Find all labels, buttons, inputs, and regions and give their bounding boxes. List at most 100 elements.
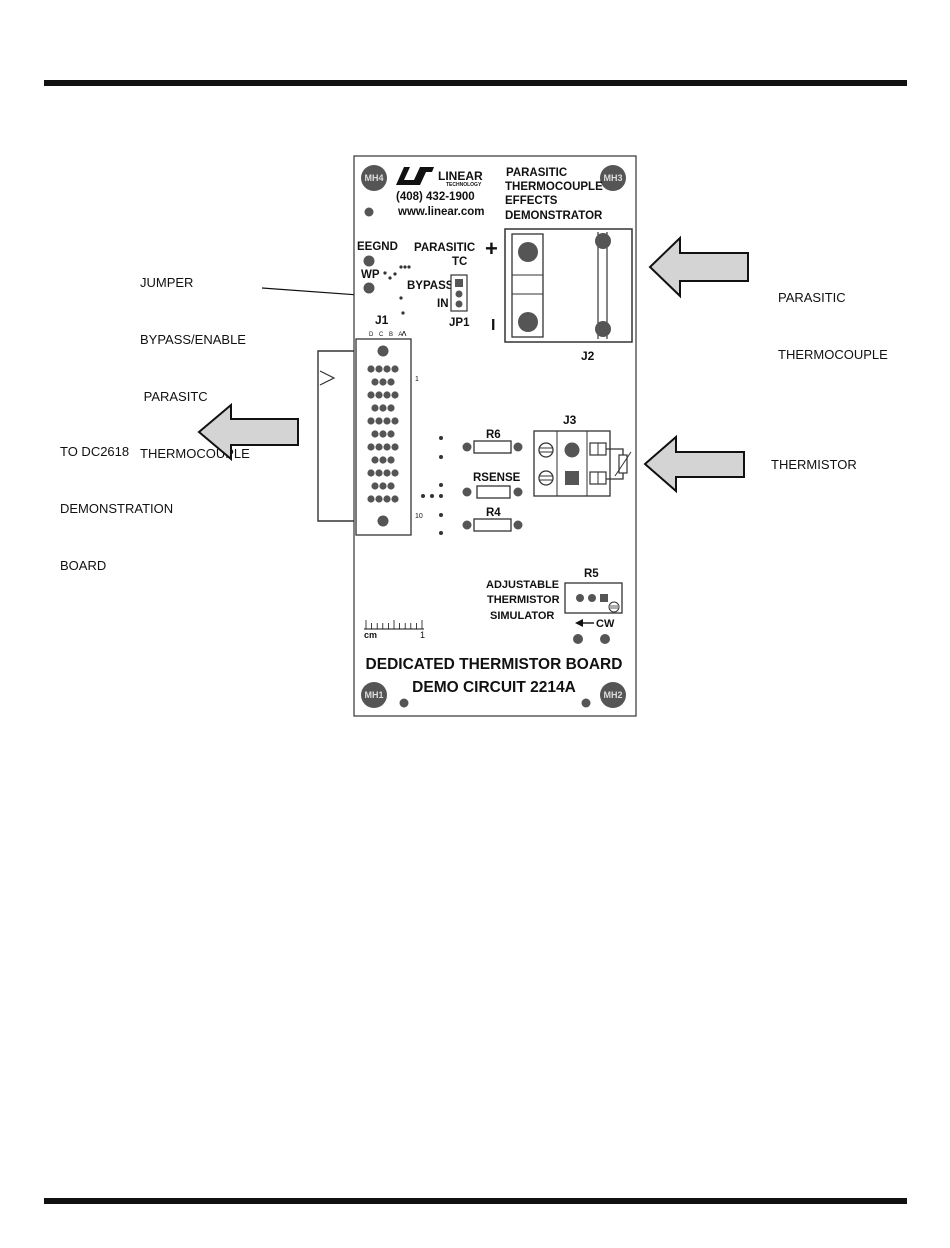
jp1-pin-1 [455, 279, 463, 287]
dot [439, 483, 443, 487]
r4-pad-right [513, 520, 523, 530]
j1-pin [379, 456, 387, 464]
j1-pin [371, 456, 379, 464]
in-label: IN [437, 298, 449, 310]
r6-label: R6 [486, 429, 501, 441]
j1-row-last-label: 10 [415, 513, 423, 520]
dot [401, 311, 405, 315]
r6-pad-right [513, 442, 523, 452]
j1-pin [375, 443, 383, 451]
j3-pad-round [564, 442, 580, 458]
r4-pad-left [462, 520, 472, 530]
scale-unit-label: cm [364, 630, 377, 640]
r6-pad-left [462, 442, 472, 452]
r5-test-pad-right [600, 634, 610, 644]
parasitic-callout-line-1: PARASITIC [778, 290, 846, 305]
j1-pin [375, 417, 383, 425]
parasitic-callout-line-2: THERMOCOUPLE [778, 347, 888, 362]
jp1-pin-2 [455, 290, 463, 298]
j2-pad-top [595, 233, 611, 249]
j1-pin [383, 495, 391, 503]
mounting-hole-mh1 [361, 682, 387, 708]
j1-pin [375, 391, 383, 399]
mounting-hole-mh4-label: MH4 [364, 173, 383, 183]
circuit-name: DEMO CIRCUIT 2214A [412, 679, 576, 696]
r5-test-pad-left [573, 634, 583, 644]
rsense-label: RSENSE [473, 472, 521, 484]
dc2618-callout-line-2: DEMONSTRATION [60, 501, 174, 516]
adjustable-label-3: SIMULATOR [490, 610, 554, 622]
dot [383, 271, 387, 275]
thermistor-slash [614, 451, 632, 477]
j2-screw-top [518, 242, 538, 262]
j1-pin [391, 365, 399, 373]
rsense-pad-left [462, 487, 472, 497]
j1-pin [371, 404, 379, 412]
dot [439, 513, 443, 517]
wp-label: WP [361, 269, 380, 281]
j1-pin [379, 404, 387, 412]
j1-pin [387, 456, 395, 464]
adjustable-label-2: THERMISTOR [487, 594, 560, 606]
j1-pin [387, 378, 395, 386]
j1-row-first-label: 1 [415, 376, 419, 383]
jumper-callout-line-3: PARASITC [140, 389, 208, 404]
arrow-parasitic [648, 235, 749, 299]
arrow-to-dc2618 [197, 402, 299, 462]
dot [403, 265, 407, 269]
j1-pin [387, 430, 395, 438]
dc2618-callout: TO DC2618 DEMONSTRATION BOARD [60, 404, 173, 594]
mounting-hole-mh1-label: MH1 [364, 690, 383, 700]
mounting-hole-mh2-label: MH2 [603, 690, 622, 700]
parasitic-tc-label-1: PARASITIC [414, 242, 475, 254]
dc2618-callout-line-3: BOARD [60, 558, 107, 573]
title-line-2: THERMOCOUPLE [505, 181, 603, 193]
r5-pin-3 [600, 594, 608, 602]
top-rule [44, 80, 907, 86]
rsense-pad-right [513, 487, 523, 497]
j1-key-mark [319, 370, 336, 386]
j1-shroud [317, 350, 354, 522]
j1-pin [379, 430, 387, 438]
j3-screw-bottom [538, 470, 554, 486]
eegnd-pad [363, 255, 375, 267]
j1-pin [391, 417, 399, 425]
title-line-4: DEMONSTRATOR [505, 210, 603, 222]
bottom-rule [44, 1198, 907, 1204]
j3-label: J3 [563, 413, 577, 427]
parasitic-callout: PARASITIC THERMOCOUPLE [778, 250, 888, 383]
jumper-callout-line-1: JUMPER [140, 275, 194, 290]
cm-scale [364, 620, 424, 630]
r4-body [473, 518, 512, 532]
j2-pad-bottom [595, 321, 611, 337]
j1-pin [391, 495, 399, 503]
linear-logo-mark [396, 167, 434, 185]
j1-pin [371, 378, 379, 386]
j1-pin [379, 378, 387, 386]
cw-label: CW [596, 618, 615, 630]
j1-pin [391, 469, 399, 477]
j1-label: J1 [375, 313, 389, 327]
j1-pin [383, 391, 391, 399]
dc2618-callout-line-1: TO DC2618 [60, 444, 130, 459]
j1-pin [375, 495, 383, 503]
j1-pin [391, 391, 399, 399]
dot [430, 494, 434, 498]
logo-subtext: TECHNOLOGY [446, 182, 482, 188]
bypass-label: BYPASS [407, 280, 454, 292]
logo-word: LINEAR [438, 169, 483, 183]
j1-pin [387, 482, 395, 490]
scale-value-label: 1 [420, 630, 425, 640]
phone-number: (408) 432-1900 [396, 191, 475, 203]
wp-pad [363, 282, 375, 294]
j1-pin-columns: D C B A [369, 332, 404, 338]
j1-pin [375, 365, 383, 373]
j1-pin [383, 443, 391, 451]
dot [421, 494, 425, 498]
r6-body [473, 440, 512, 454]
j2-label: J2 [581, 349, 595, 363]
mounting-hole-mh4 [361, 165, 387, 191]
dot [439, 494, 443, 498]
j1-pin [367, 443, 375, 451]
j1-pin [367, 495, 375, 503]
